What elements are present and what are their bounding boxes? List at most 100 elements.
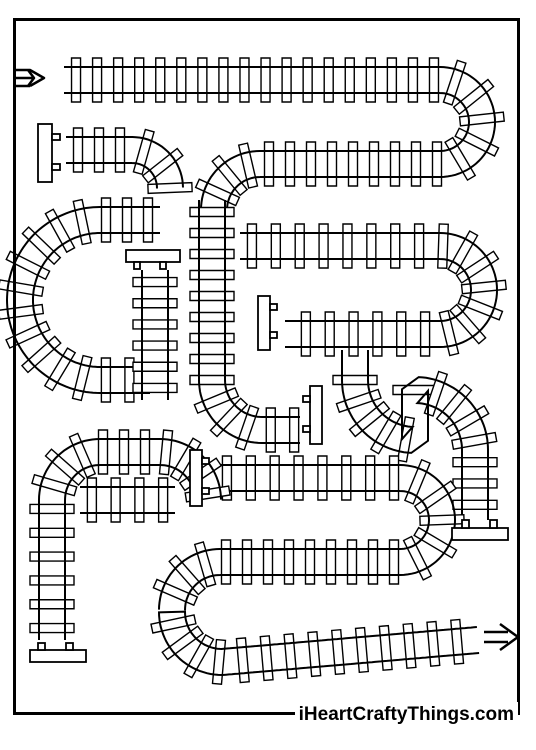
rail-tie [386,57,398,103]
rail-tie [348,311,359,357]
start-arrow-icon [14,68,46,88]
rail-tie [235,637,250,684]
rail-tie [118,429,130,475]
rail-tie [281,57,292,103]
rail-tie [372,311,383,357]
rail-line [240,232,499,348]
rail-tie [72,198,92,246]
rail-tie [132,319,178,330]
rail-tie [284,141,296,187]
track-layer [0,57,508,685]
rail-tie [132,340,178,351]
rail-tie [270,223,282,269]
rail-tie [347,141,359,187]
rail-tie [93,127,105,173]
track-segment [66,127,193,195]
rail-tie [458,111,506,127]
track-segment [240,223,508,357]
rail-tie [189,227,235,239]
track-segment [0,197,160,403]
rail-tie [283,633,298,680]
rail-tie [124,357,135,403]
rail-tie [326,141,338,187]
rail-tie [132,382,178,394]
rail-tie [263,141,275,187]
rail-tie [100,197,112,243]
rail-tie [419,311,431,357]
rail-tie [305,141,317,187]
rail-tie [189,374,235,386]
rail-line [66,162,158,189]
rail-tie [91,57,103,103]
rail-tie [283,539,295,585]
rail-tie [259,635,274,682]
rail-tie [388,539,400,585]
rail-tie [354,626,370,674]
rail-tie [378,624,393,671]
rail-tie [132,361,178,372]
track-segment [152,455,465,611]
rail-tie [317,455,328,501]
rail-tie [132,298,178,309]
rail-tie [218,57,229,103]
rail-tie [29,527,75,538]
rail-tie [300,311,312,357]
rail-tie [323,57,334,103]
rail-tie [293,455,304,501]
rail-line [32,232,160,368]
rail-line [64,66,497,211]
site-credit: iHeartCraftyThings.com [294,702,518,728]
rail-tie [426,620,441,667]
rail-tie [262,539,274,585]
rail-tie [346,539,358,585]
rail-tie [437,223,449,269]
rail-tie [342,223,353,269]
track-segment [189,200,300,453]
rail-tie [330,628,346,676]
rail-line [6,206,160,394]
rail-tie [189,248,235,260]
rail-tie [307,631,322,678]
rail-tie [368,141,380,187]
rail-tie [341,455,352,501]
rail-tie [134,477,145,523]
rail-tie [189,290,235,302]
rail-tie [413,223,425,269]
rail-tie [155,57,166,103]
rail-tie [121,197,133,243]
rail-tie [176,57,187,103]
rail-tie [246,223,258,269]
rail-tie [100,357,112,403]
rail-tie [402,622,417,669]
rail-tie [460,279,508,295]
rail-tie [431,141,443,187]
rail-tie [142,197,154,243]
rail-tie [112,57,124,103]
rail-tie [70,57,82,103]
rail-tie [189,353,235,365]
track-segment [132,270,178,400]
rail-tie [241,539,253,585]
rail-tie [110,477,121,523]
rail-tie [452,456,498,468]
rail-tie [189,311,235,323]
rail-tie [158,429,174,476]
track-segment [80,477,175,523]
rail-line [157,611,480,677]
rail-tie [29,551,75,562]
rail-tie [332,374,378,386]
rail-tie [410,141,422,187]
rail-tie [389,141,401,187]
buffer-stop-icon [302,385,323,445]
rail-tie [364,455,376,501]
rail-tie [29,503,75,515]
buffer-stop-icon [257,295,278,351]
rail-tie [147,181,193,195]
rail-line [66,136,184,188]
rail-tie [157,477,169,523]
rail-line [198,200,300,444]
rail-tie [29,575,75,586]
rail-tie [211,638,227,685]
rail-tie [189,332,235,344]
rail-tie [29,622,75,634]
